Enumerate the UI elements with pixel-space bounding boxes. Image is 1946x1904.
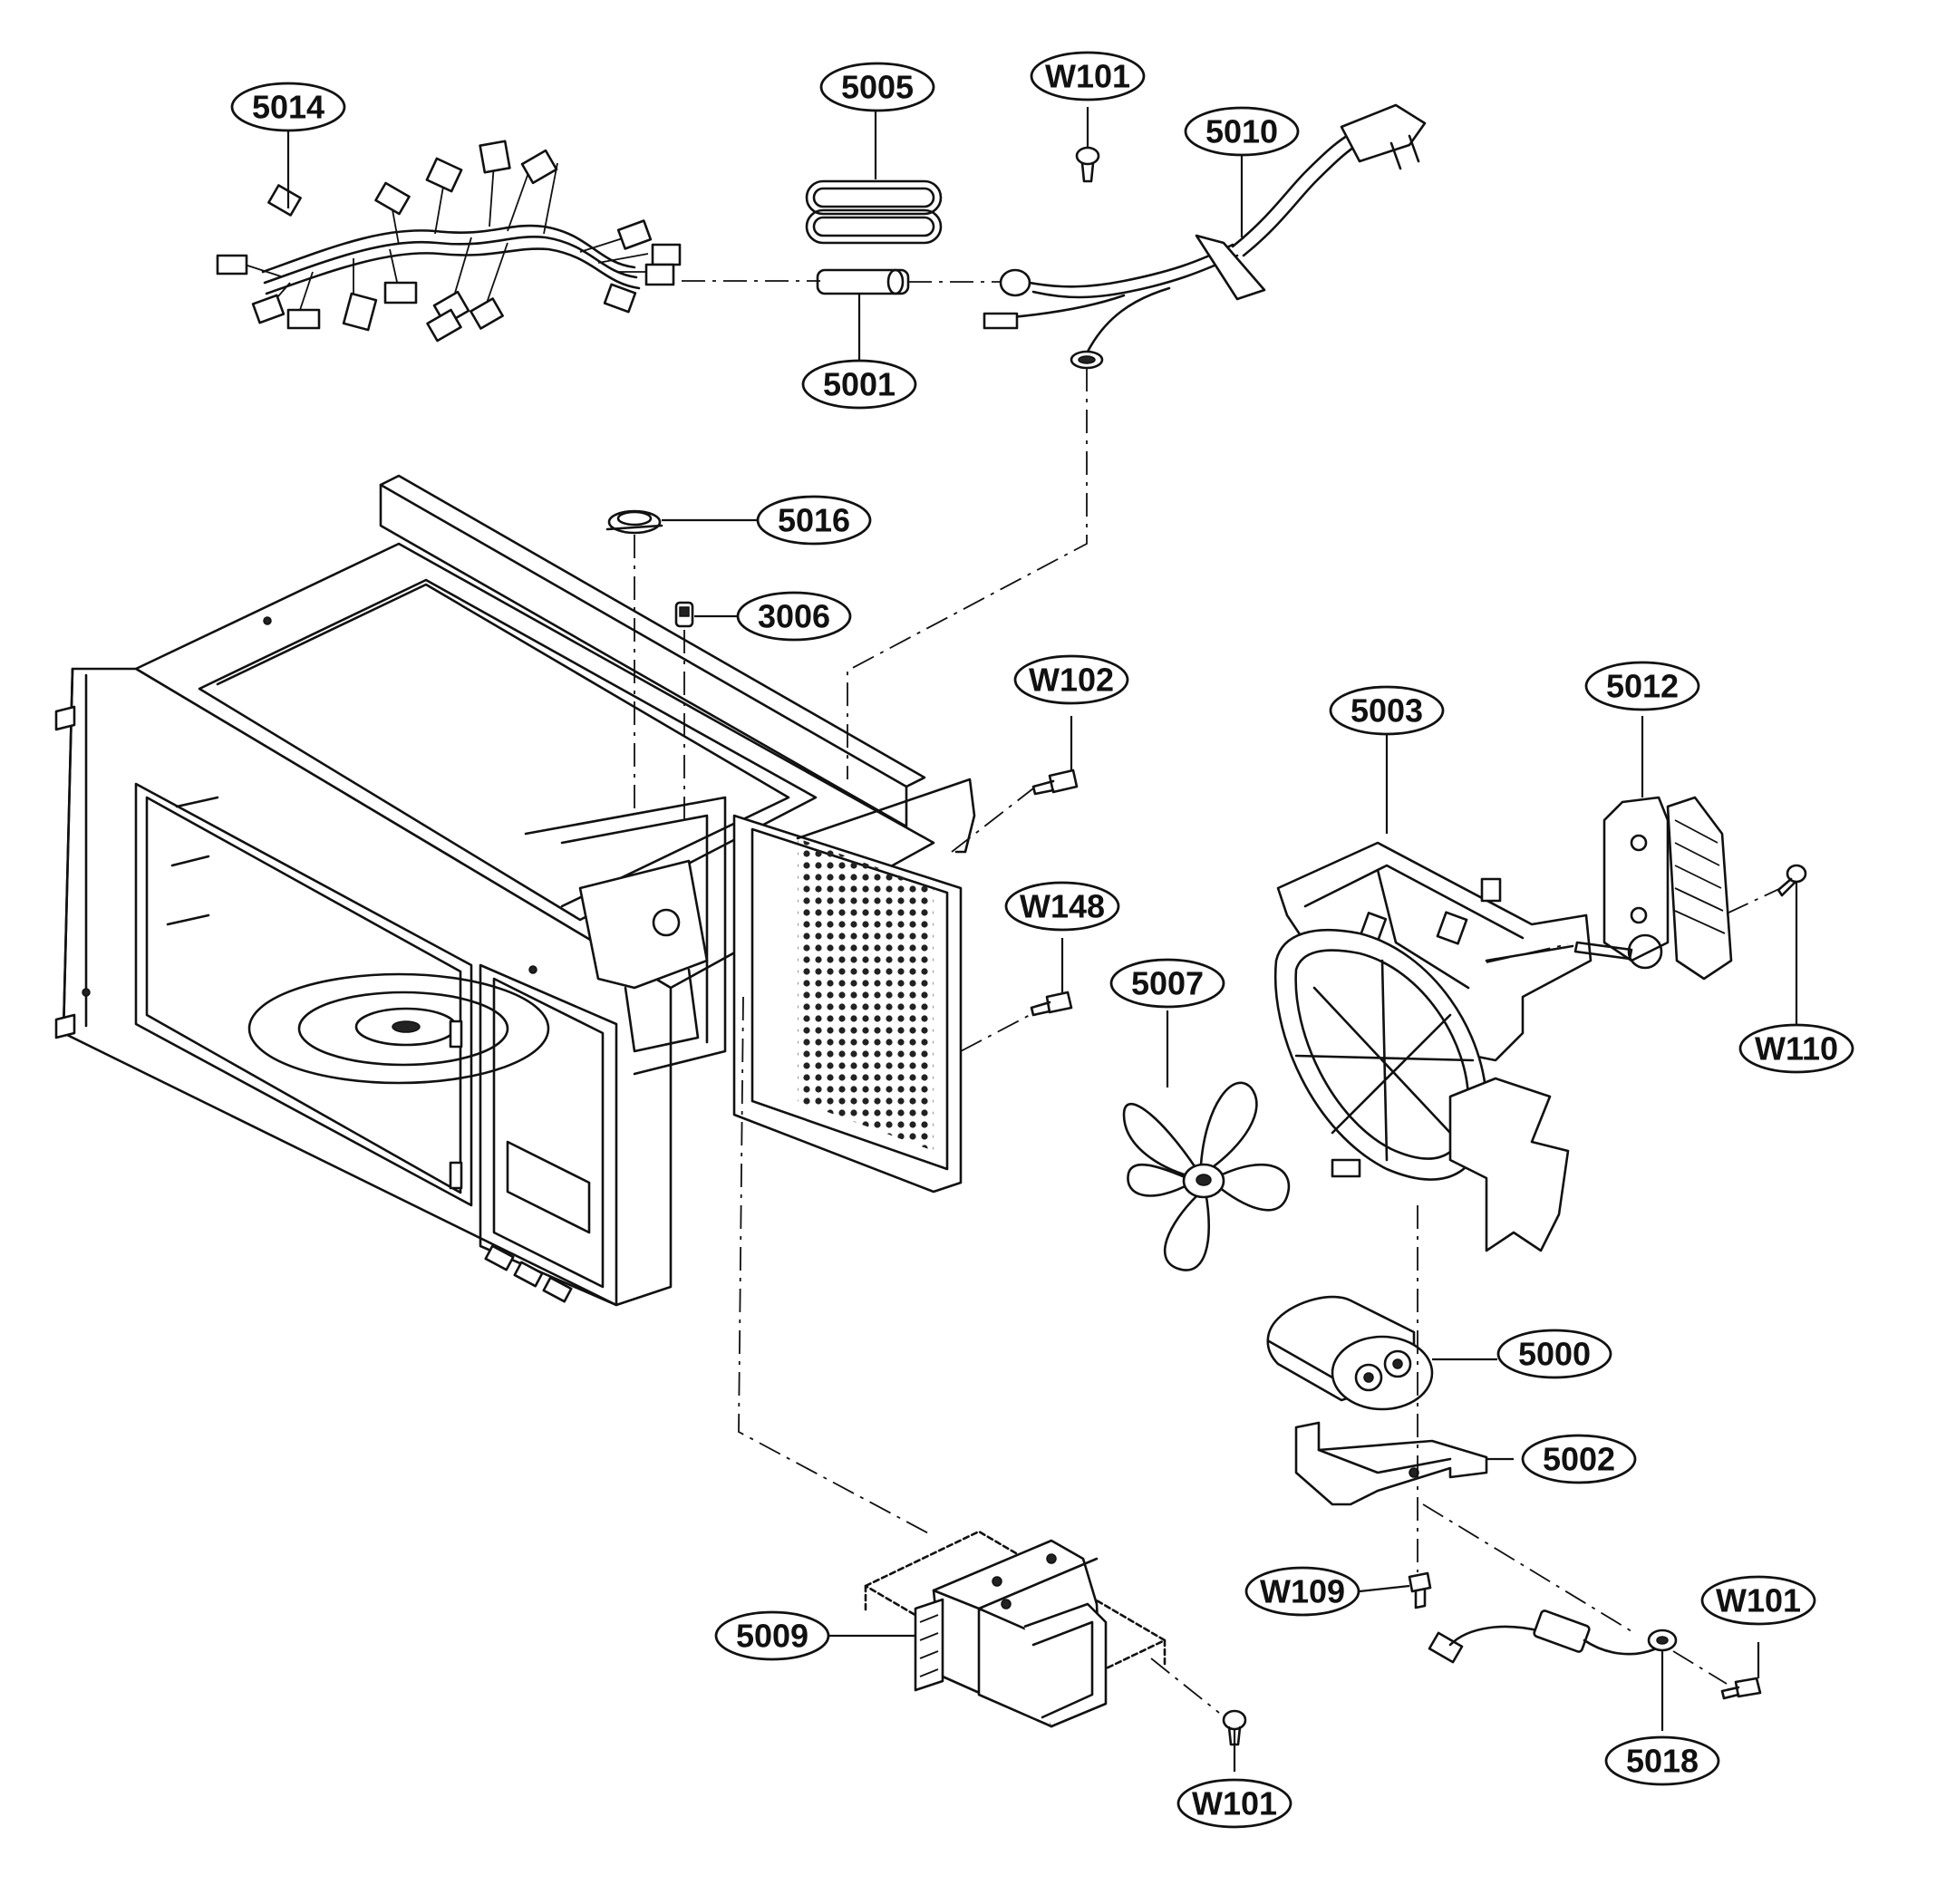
callout-w101-bottom: W101: [1176, 1778, 1292, 1829]
fuse-3006: [674, 601, 743, 628]
screw-w148: [1030, 938, 1073, 1017]
fan-bracket-5003: [1273, 732, 1593, 1252]
callout-5018: 5018: [1604, 1735, 1720, 1786]
wire-harness-5014: [216, 127, 682, 343]
callout-label: 5012: [1606, 668, 1679, 705]
screw-w102: [1031, 716, 1079, 796]
callout-5000: 5000: [1496, 1329, 1612, 1379]
callout-label: 5002: [1543, 1441, 1615, 1478]
callout-w101-right: W101: [1700, 1575, 1816, 1626]
callout-label: W110: [1755, 1030, 1838, 1068]
callout-label: 5018: [1626, 1743, 1699, 1780]
thermostat-5016: [605, 509, 761, 535]
callout-label: 5007: [1131, 965, 1204, 1002]
power-cord-5010: [983, 103, 1427, 370]
magnetron-5009: [829, 1530, 1167, 1728]
callout-label: 5014: [252, 89, 324, 126]
alignment-lines: [634, 280, 1782, 1714]
callout-label: W148: [1020, 888, 1105, 925]
callout-5001: 5001: [801, 359, 917, 410]
callout-5010: 5010: [1184, 106, 1300, 157]
callout-label: 5003: [1351, 692, 1423, 730]
screw-w109: [1359, 1571, 1432, 1609]
callout-label: 5016: [778, 502, 850, 539]
callout-label: W102: [1029, 662, 1114, 699]
callout-label: 5000: [1518, 1336, 1591, 1373]
screw-w101-top: [1075, 107, 1100, 183]
callout-5009: 5009: [714, 1610, 830, 1661]
callout-label: 5005: [841, 69, 914, 106]
callout-5016: 5016: [756, 495, 872, 546]
ferrite-bead-5001: [816, 268, 910, 362]
screw-w110: [1777, 864, 1807, 1024]
callout-label: W109: [1260, 1573, 1345, 1610]
ferrite-core-5005: [805, 109, 943, 245]
callout-label: 5010: [1205, 113, 1278, 150]
callout-label: W101: [1192, 1785, 1277, 1822]
callout-w110: W110: [1738, 1023, 1854, 1074]
callout-label: W101: [1716, 1582, 1801, 1619]
callout-3006: 3006: [736, 591, 852, 642]
callout-w102: W102: [1013, 654, 1129, 705]
capacitor-5000: [1266, 1295, 1497, 1411]
callout-5005: 5005: [819, 62, 935, 112]
hv-diode-5018: [1428, 1609, 1678, 1731]
callout-label: 3006: [758, 598, 830, 635]
capacitor-bracket-5002: [1294, 1421, 1514, 1506]
callout-5003: 5003: [1329, 685, 1445, 736]
callout-w109: W109: [1244, 1566, 1360, 1617]
fan-blade-5007: [1122, 1010, 1291, 1271]
callout-5014: 5014: [230, 82, 346, 132]
screw-w101-right: [1720, 1642, 1762, 1700]
callout-label: W101: [1045, 58, 1130, 95]
callout-w148: W148: [1004, 881, 1120, 932]
callout-label: 5009: [736, 1618, 808, 1655]
fan-motor-5012: [1485, 716, 1733, 981]
callout-w101-top: W101: [1030, 51, 1146, 101]
callout-label: 5001: [823, 366, 896, 403]
callout-5007: 5007: [1109, 958, 1225, 1009]
callout-5012: 5012: [1584, 661, 1700, 711]
callout-5002: 5002: [1521, 1434, 1637, 1484]
screw-w101-bottom: [1222, 1709, 1247, 1772]
oven-cavity-chassis: [54, 474, 976, 1307]
